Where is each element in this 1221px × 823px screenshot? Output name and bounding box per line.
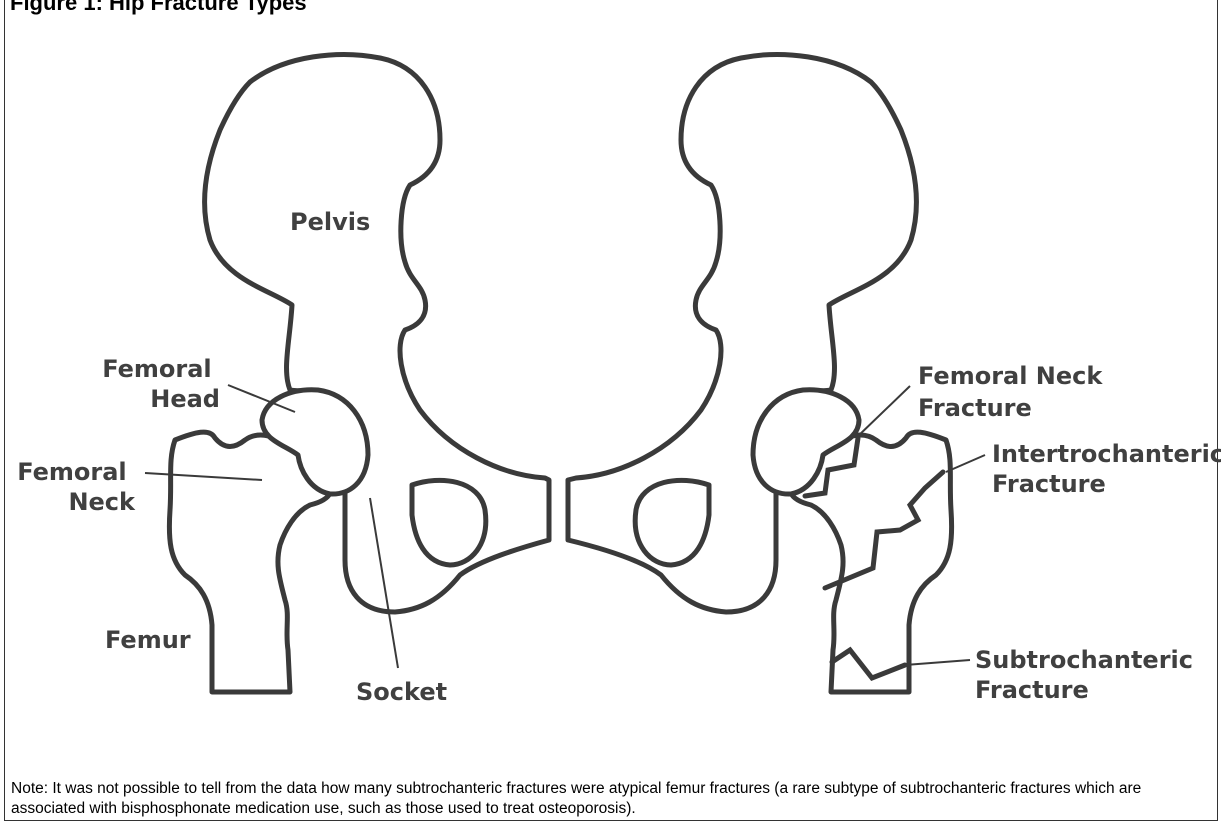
label-pelvis: Pelvis [290, 208, 370, 236]
label-femoral-neck: Femoral Neck [17, 458, 136, 516]
label-socket: Socket [356, 678, 447, 706]
label-femur: Femur [105, 626, 191, 654]
subtrochanteric-fracture-leader [905, 660, 970, 665]
hip-fracture-diagram: Pelvis Femoral Head Femoral Neck Femur S… [0, 0, 1221, 770]
left-obturator-hole [412, 480, 486, 565]
label-intertrochanteric-fracture: Intertrochanteric Fracture [992, 440, 1221, 498]
figure-note: Note: It was not possible to tell from t… [11, 779, 1211, 819]
label-femoral-neck-fracture: Femoral Neck Fracture [918, 362, 1111, 422]
label-femoral-head: Femoral Head [102, 355, 220, 413]
femoral-neck-fracture-leader [856, 386, 910, 438]
label-subtrochanteric-fracture: Subtrochanteric Fracture [975, 646, 1201, 704]
right-obturator-hole [635, 480, 709, 565]
